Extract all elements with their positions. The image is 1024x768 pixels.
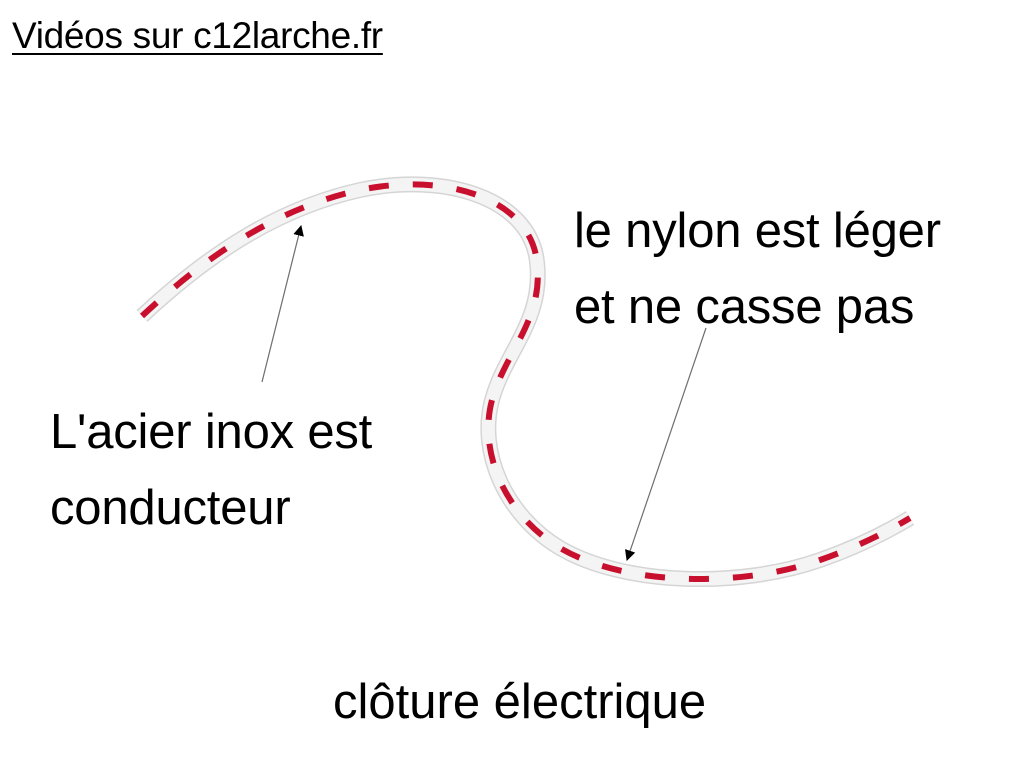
steel-annotation-line-1: L'acier inox est	[50, 405, 373, 459]
nylon-annotation-line-1: le nylon est léger	[574, 204, 941, 258]
steel-annotation: L'acier inox est conducteur	[50, 394, 372, 546]
slide-caption: clôture électrique	[333, 675, 707, 729]
rope-red-strand	[139, 181, 912, 582]
steel-annotation-line-2: conducteur	[50, 481, 291, 535]
nylon-annotation: le nylon est léger et ne casse pas	[574, 193, 941, 345]
nylon-pointer-arrow	[625, 327, 707, 562]
steel-pointer-arrow	[261, 224, 304, 383]
electric-fence-rope	[136, 176, 915, 587]
nylon-annotation-line-2: et ne casse pas	[574, 280, 915, 334]
header-website-link[interactable]: Vidéos sur c12larche.fr	[12, 15, 383, 56]
